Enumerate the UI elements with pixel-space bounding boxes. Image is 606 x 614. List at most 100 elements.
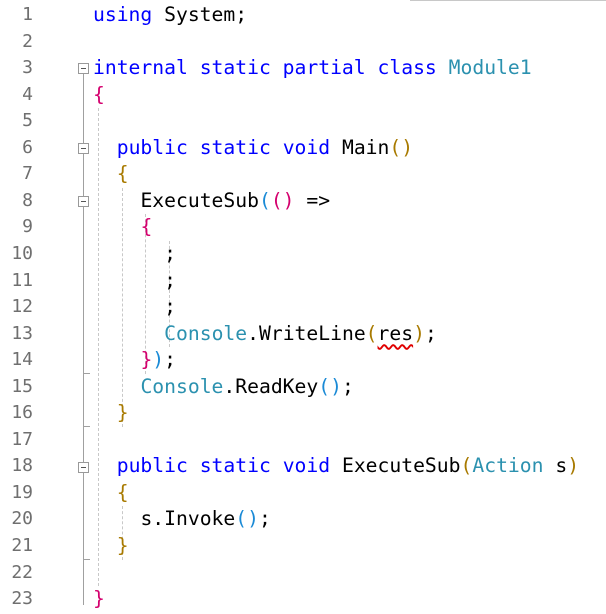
code-line[interactable]: Console.ReadKey(); [140,374,353,401]
line-number: 1 [22,4,33,25]
code-line[interactable]: { [140,214,152,241]
fold-end-tick [83,372,90,374]
indent-guide [145,214,147,374]
code-token: Action [472,454,544,478]
code-token: Main [330,135,390,159]
code-token: static [199,56,271,80]
code-token [188,56,200,79]
code-token: ; [424,321,437,345]
line-number: 18 [11,455,33,477]
code-token: { [93,82,105,106]
code-line[interactable]: { [117,161,129,188]
code-token [271,56,283,79]
code-token [366,56,378,79]
code-line[interactable]: public static void ExecuteSub(Action s) [117,453,579,480]
fold-margin-line [83,74,84,606]
code-token: () [389,135,414,159]
code-token: { [116,480,129,504]
code-token: Console [164,321,248,345]
code-token: ; [164,268,177,292]
code-token: ) [413,321,425,345]
line-number: 10 [11,242,33,264]
code-token: } [140,348,153,372]
code-line[interactable]: ; [164,268,176,295]
line-number: 11 [11,269,33,291]
code-token: class [377,56,437,80]
code-token: s [543,454,568,478]
code-token: ; [164,241,177,265]
code-line[interactable]: } [117,533,129,560]
code-token: Console [140,374,224,398]
line-number: 16 [11,402,33,424]
line-number: 15 [11,375,33,397]
line-number: 14 [11,349,33,371]
code-line[interactable]: using System; [93,2,247,29]
code-line[interactable]: public static void Main() [117,135,413,162]
code-token: { [116,162,129,186]
code-line[interactable]: s.Invoke(); [140,506,270,533]
code-line[interactable]: { [117,480,129,507]
code-token: ( [258,188,271,212]
code-token: { [140,215,153,239]
code-token [271,136,283,159]
code-token [271,454,283,477]
code-token: ( [460,454,473,478]
code-token: static [199,135,271,159]
line-number: 8 [22,189,33,211]
code-token: Module1 [448,56,532,80]
code-token: ExecuteSub [330,454,461,478]
window-border [410,0,606,1]
code-line[interactable]: ; [164,294,176,321]
code-line[interactable]: ExecuteSub(() => [140,188,330,215]
indent-guide [121,506,123,560]
code-token: ( [365,321,378,345]
code-line[interactable]: { [93,82,105,109]
code-line[interactable]: Console.WriteLine(res); [164,321,437,348]
indent-guide [98,108,99,587]
code-token: => [294,188,331,212]
line-number: 12 [11,296,33,318]
code-token: s.Invoke [140,507,236,531]
line-number: 22 [11,561,33,583]
code-token: void [282,454,331,478]
collapse-toggle-icon[interactable] [78,461,89,473]
code-token: internal [93,56,188,80]
code-token: public [116,454,188,478]
code-token: public [116,135,188,159]
line-number: 2 [22,30,33,52]
line-number: 17 [11,428,33,450]
line-number: 13 [11,322,33,344]
indent-guide [121,187,123,427]
code-token [437,56,449,79]
line-number: 21 [11,535,33,556]
code-token: void [282,135,331,159]
code-token: ; [258,507,271,531]
code-line[interactable]: internal static partial class Module1 [93,55,532,82]
line-number: 23 [11,588,33,610]
code-token: () [318,374,342,398]
code-token: res [377,321,414,345]
collapse-toggle-icon[interactable] [78,143,89,155]
code-token: ExecuteSub [140,188,259,212]
code-token: ; [341,374,354,398]
code-line[interactable]: } [117,400,129,427]
code-token: ) [567,454,580,478]
line-number: 20 [11,508,33,530]
code-token: } [116,534,129,557]
line-number: 6 [22,136,33,158]
indent-guide [169,240,171,348]
line-number: 5 [22,110,33,132]
line-number: 9 [22,216,33,238]
code-line[interactable]: } [93,586,105,613]
code-token: static [199,454,271,478]
code-token: () [235,507,259,531]
code-line[interactable]: ; [164,241,176,268]
code-token: .WriteLine [247,321,366,345]
code-token: () [270,188,295,212]
collapse-toggle-icon[interactable] [78,63,89,75]
line-number: 19 [11,481,33,503]
collapse-toggle-icon[interactable] [78,196,89,208]
code-token: System; [152,3,248,26]
code-line[interactable]: }); [140,347,176,374]
line-number: 7 [22,163,33,185]
